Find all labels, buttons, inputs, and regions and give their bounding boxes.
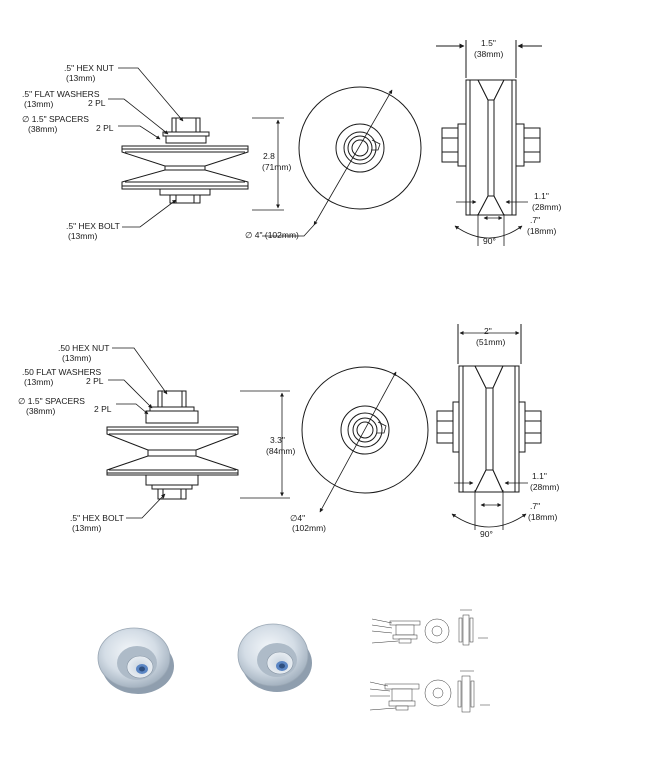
dim-diameter-2: ∅4" [290,513,305,523]
diagram-2: .50 HEX NUT (13mm) .50 FLAT WASHERS (13m… [18,324,559,539]
label-hex-bolt-mm-1: (13mm) [68,231,97,241]
dim-groove-mm-2: (28mm) [530,482,559,492]
dim-height-2: 3.3" [270,435,285,445]
dim-height-mm-1: (71mm) [262,162,291,172]
label-hex-nut-1: .5" HEX NUT [64,63,114,73]
diagram-1: .5" HEX NUT (13mm) .5" FLAT WASHERS (13m… [22,38,561,246]
dim-height-1: 2.8 [263,151,275,161]
side-elevation-wheel-2 [106,390,239,500]
wheel-photo-1 [97,627,174,694]
thumbnail-diagram-1 [371,609,488,646]
front-view-wheel-1 [262,86,422,237]
dim-depth-1: .7" [530,215,540,225]
drawing-thumbnail [369,609,490,713]
dim-depth-mm-1: (18mm) [527,226,556,236]
label-spacers-1: ∅ 1.5" SPACERS [22,114,89,124]
label-hex-bolt-mm-2: (13mm) [72,523,101,533]
label-washers-2: .50 FLAT WASHERS [22,367,102,377]
dim-diameter-1: ∅ 4" (102mm) [245,230,299,240]
dim-diameter-mm-2: (102mm) [292,523,326,533]
dim-depth-mm-2: (18mm) [528,512,557,522]
dim-height-mm-2: (84mm) [266,446,295,456]
label-spacers-mm-1: (38mm) [28,124,57,134]
label-spacers-2: ∅ 1.5" SPACERS [18,396,85,406]
label-hex-bolt-2: .5" HEX BOLT [70,513,124,523]
dim-depth-2: .7" [530,501,540,511]
label-spacers-mm-2: (38mm) [26,406,55,416]
dim-angle-1: 90° [483,236,496,246]
label-spacers-qty-2: 2 PL [94,404,112,414]
dim-groove-mm-1: (28mm) [532,202,561,212]
dim-width-1: 1.5" [481,38,496,48]
end-view-wheel-1 [436,40,542,246]
label-washers-mm-1: (13mm) [24,99,53,109]
label-hex-nut-mm-1: (13mm) [66,73,95,83]
label-spacers-qty-1: 2 PL [96,123,114,133]
dim-width-2: 2" [484,326,492,336]
end-view-wheel-2 [436,324,542,530]
thumbnail-diagram-2 [369,670,490,713]
label-washers-mm-2: (13mm) [24,377,53,387]
dim-width-mm-2: (51mm) [476,337,505,347]
dim-groove-2: 1.1" [532,471,547,481]
label-hex-nut-mm-2: (13mm) [62,353,91,363]
dim-width-mm-1: (38mm) [474,49,503,59]
dim-groove-1: 1.1" [534,191,549,201]
side-elevation-wheel-1 [121,117,249,204]
label-washers-qty-2: 2 PL [86,376,104,386]
label-washers-1: .5" FLAT WASHERS [22,89,100,99]
label-hex-bolt-1: .5" HEX BOLT [66,221,120,231]
wheel-photo-2 [237,623,312,692]
label-hex-nut-2: .50 HEX NUT [58,343,110,353]
label-washers-qty-1: 2 PL [88,98,106,108]
dim-angle-2: 90° [480,529,493,539]
front-view-wheel-2 [301,366,429,513]
